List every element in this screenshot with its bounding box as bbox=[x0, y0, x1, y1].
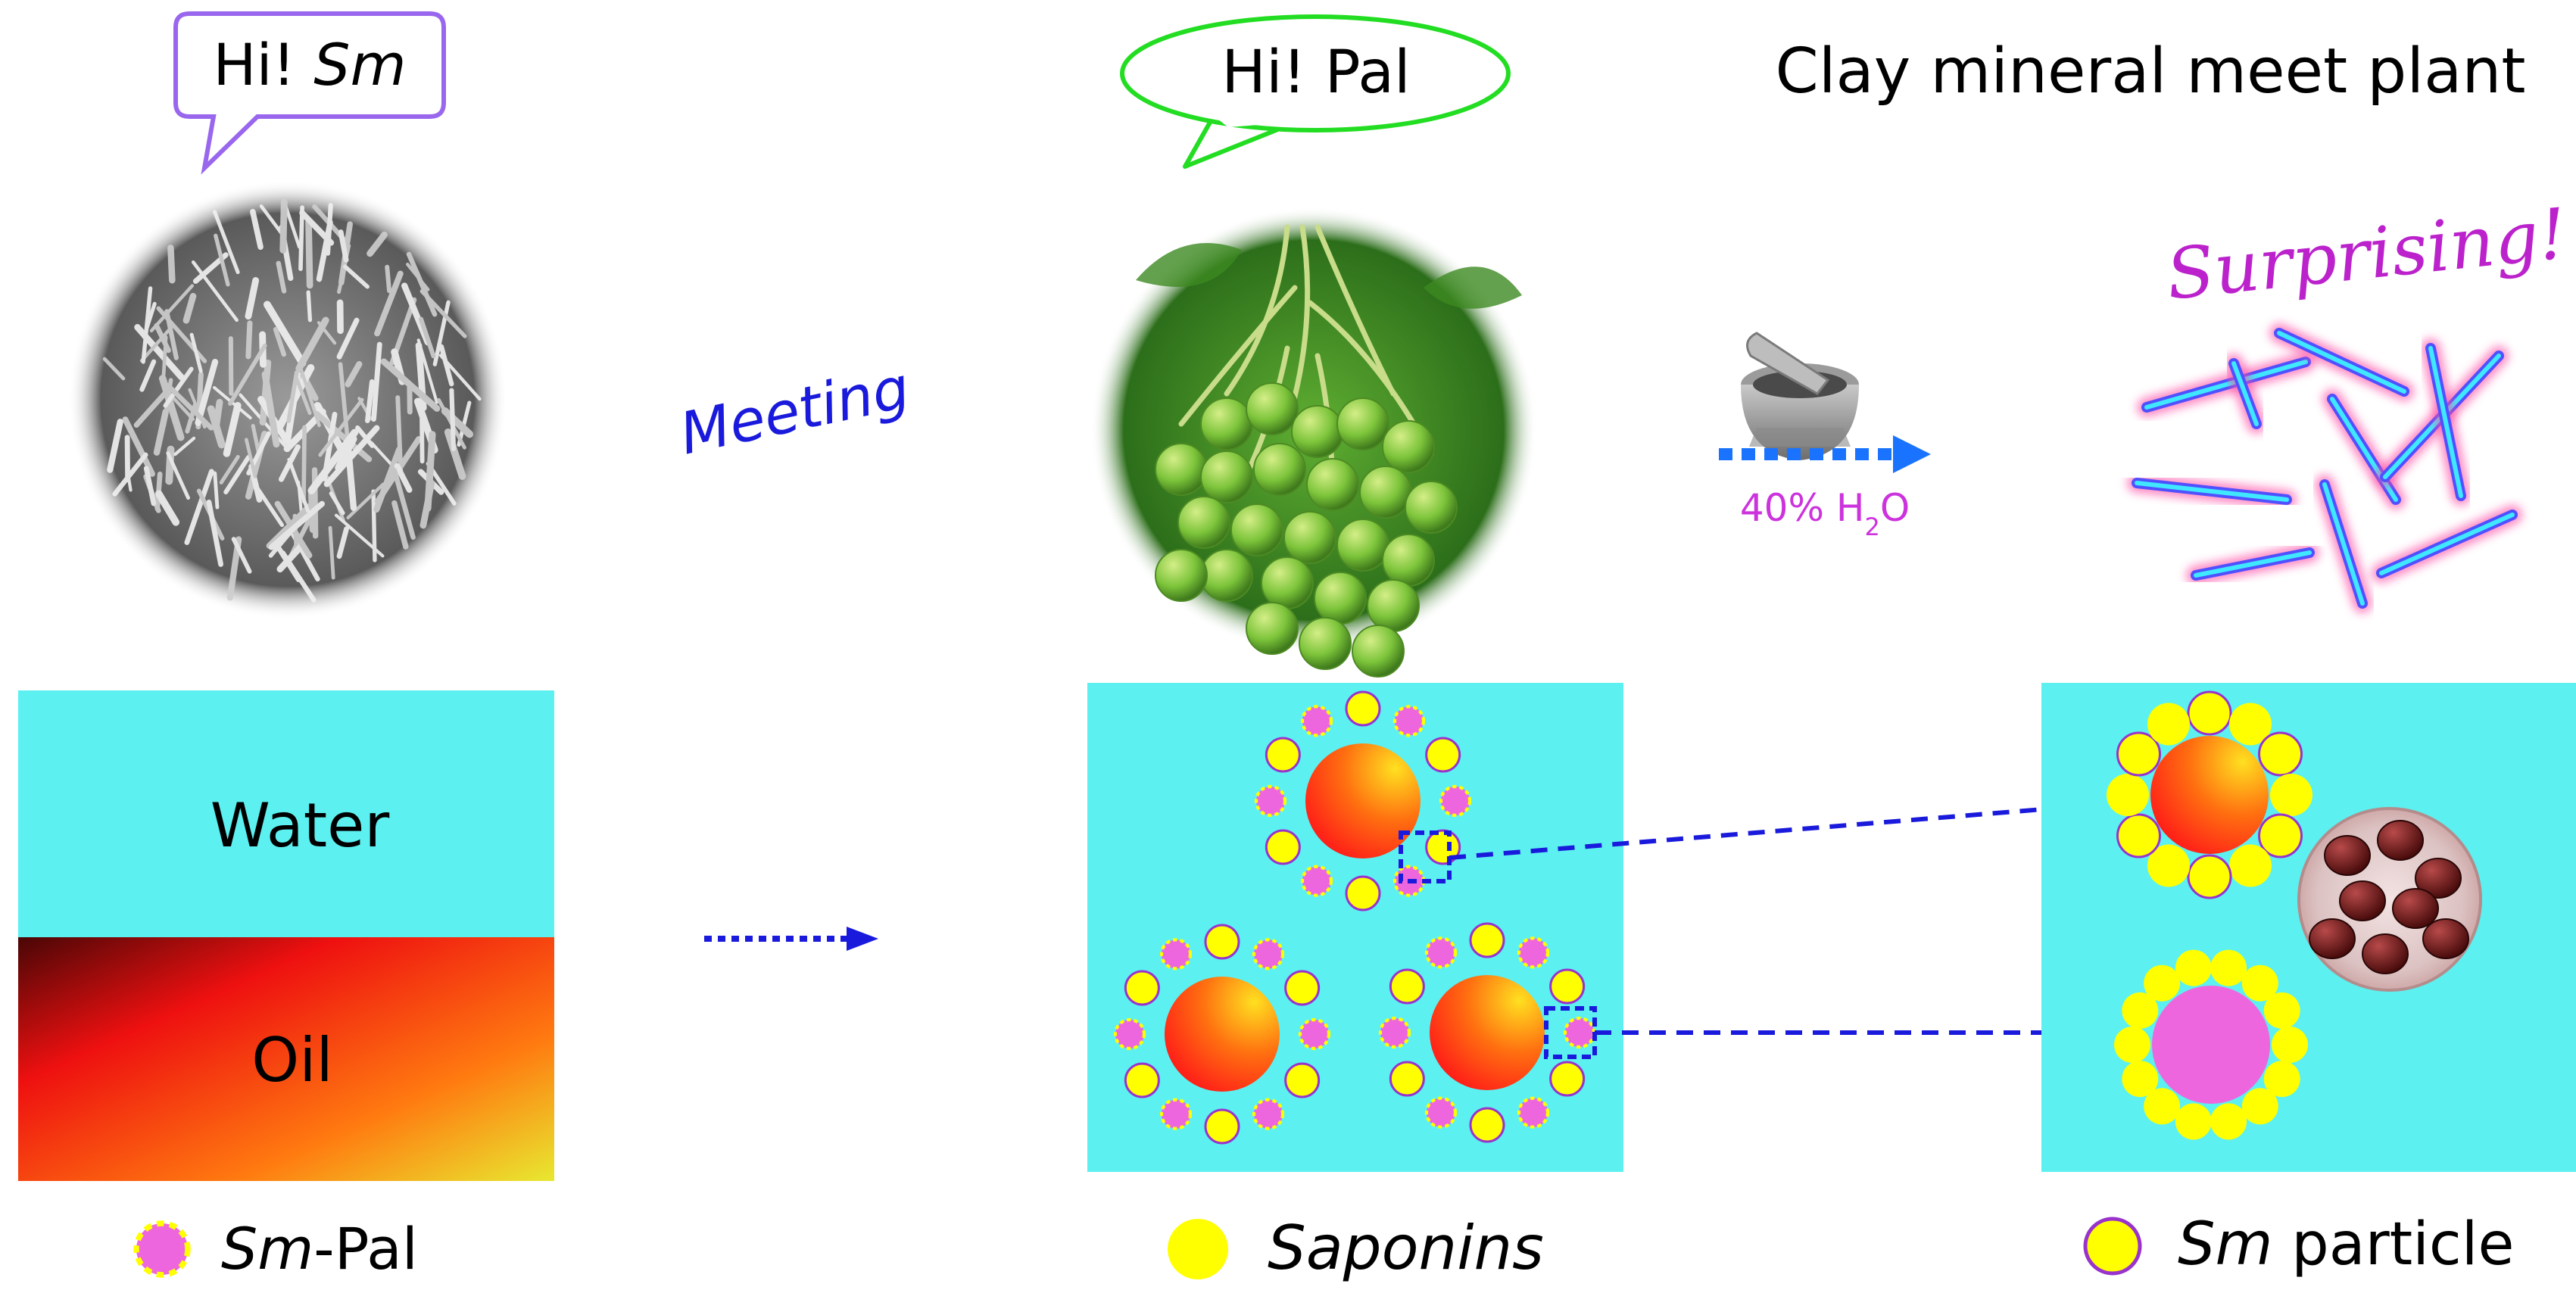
legend: Sm-Pal Saponins Sm particle bbox=[133, 1211, 2514, 1283]
palygorskite-sem-image bbox=[68, 180, 507, 619]
legend-sm-particle-symbol bbox=[2083, 1217, 2142, 1276]
legend-sm-pal-label: Sm-Pal bbox=[221, 1215, 418, 1282]
grinding-arrow bbox=[1719, 435, 1931, 473]
meeting-label: Meeting bbox=[674, 354, 915, 468]
pal-bubble-text: Hi! Pal bbox=[1221, 39, 1410, 107]
sapindus-berries bbox=[1155, 382, 1458, 678]
headline: Clay mineral meet plant bbox=[1776, 36, 2526, 108]
water-oil-phase-box: Water Oil bbox=[18, 690, 554, 1181]
legend-sm-particle-label: Sm particle bbox=[2178, 1211, 2514, 1279]
legend-saponins-label: Saponins bbox=[1268, 1213, 1544, 1283]
sapindus-fruit-image bbox=[1090, 207, 1537, 678]
dispersed-nanorods bbox=[2127, 323, 2522, 613]
sm-speech-bubble: Hi! Sm bbox=[173, 11, 446, 175]
emulsification-arrow bbox=[704, 927, 878, 951]
water-label: Water bbox=[211, 790, 390, 861]
surprise-label: Surprising! bbox=[2163, 193, 2571, 316]
oil-label: Oil bbox=[251, 1025, 332, 1095]
zoom-line-top bbox=[1449, 800, 2127, 860]
legend-saponin-symbol bbox=[1168, 1219, 1228, 1279]
pickering-emulsion-panel bbox=[1087, 683, 1623, 1172]
magnified-panel bbox=[2041, 683, 2576, 1172]
pal-speech-bubble: Hi! Pal bbox=[1120, 14, 1511, 169]
mortar-pestle-icon bbox=[1741, 332, 1859, 460]
dried-fruit-photo bbox=[2297, 807, 2482, 992]
legend-sm-pal-symbol bbox=[133, 1220, 191, 1278]
sm-bubble-text: Hi! Sm bbox=[213, 31, 406, 98]
water-amount-label: 40% H2O bbox=[1740, 486, 1910, 541]
